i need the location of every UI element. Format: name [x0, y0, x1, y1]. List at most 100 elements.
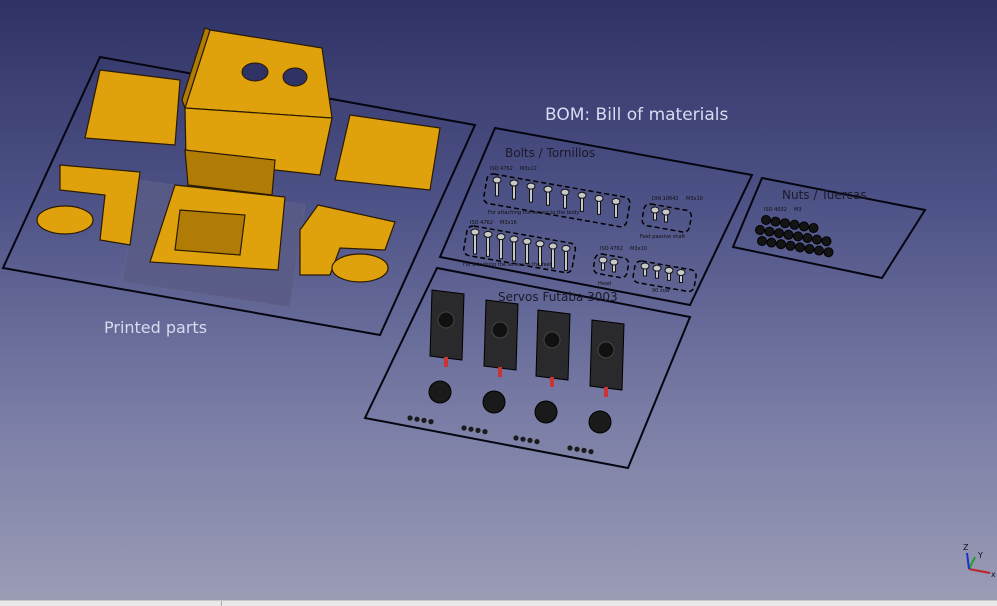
bolt-head-icon	[609, 258, 619, 266]
bolt-head-icon	[543, 185, 553, 193]
screw-icon	[534, 439, 540, 445]
servos-panel	[363, 266, 692, 470]
screw-icon	[513, 435, 519, 441]
screw-icon	[475, 427, 481, 433]
x-axis-icon	[968, 568, 991, 574]
bolt-caption: Feet passive shaft	[640, 234, 685, 240]
servos-title: Servos Futaba 3003	[498, 290, 618, 304]
nut-icon	[764, 226, 775, 237]
nut-icon	[761, 215, 771, 225]
bolt-head-icon	[661, 208, 671, 216]
nuts-panel	[731, 176, 927, 280]
bolt-caption: For attaching the servos to the body	[488, 210, 579, 216]
servo-shaft-icon	[437, 311, 455, 329]
screw-icon	[574, 446, 580, 452]
z-axis-label: Z	[963, 543, 969, 552]
bolt-spec: ISO 4762	[600, 246, 623, 252]
servo-cable-icon	[498, 367, 502, 377]
printed-parts	[36, 27, 441, 283]
bolt-head-icon	[496, 233, 506, 241]
bolt-spec: M3x10	[630, 246, 647, 252]
nut-icon	[755, 225, 765, 235]
y-axis-label: Y	[977, 551, 983, 560]
servo-cable-icon	[550, 377, 554, 387]
servo-array	[407, 289, 625, 455]
y-axis-icon	[968, 556, 976, 570]
bolt-head-icon	[470, 228, 480, 236]
nut-icon	[757, 236, 767, 246]
x-axis-label: x	[991, 570, 996, 579]
bom-title: BOM: Bill of materials	[545, 105, 729, 125]
servo-cable-icon	[604, 387, 608, 397]
bolt-spec: M3x16	[500, 220, 517, 226]
printed-parts-label: Printed parts	[104, 318, 207, 337]
servo-shaft-icon	[597, 341, 615, 359]
screw-icon	[588, 449, 594, 455]
bolt-head-icon	[598, 256, 608, 264]
nut-icon	[823, 247, 834, 258]
nut-spec: ISO 4032	[764, 207, 787, 213]
bolt-spec: ISO 4762	[490, 166, 513, 172]
bolt-head-icon	[522, 237, 532, 245]
servo-horn-icon	[482, 390, 506, 414]
screw-icon	[421, 417, 427, 423]
screw-icon	[482, 429, 488, 435]
bolt-head-icon	[560, 188, 570, 196]
bolt-head-icon	[652, 264, 662, 272]
nut-icon	[766, 237, 777, 248]
axis-cross[interactable]: x Y Z	[963, 543, 996, 579]
servo-horn-icon	[534, 400, 558, 424]
nut-icon	[789, 219, 800, 230]
bolt-head-icon	[611, 197, 621, 205]
bolt-head-icon	[676, 268, 686, 276]
screw-icon	[468, 426, 474, 432]
bolt-head-icon	[561, 244, 571, 252]
nut-icon	[785, 240, 796, 251]
bolt-head-icon	[535, 240, 545, 248]
nut-icon	[770, 216, 781, 227]
servo-cable-icon	[444, 357, 448, 367]
bolt-spec: M3x10	[686, 196, 703, 202]
nut-icon	[793, 231, 803, 242]
nut-icon	[814, 245, 824, 256]
bolt-spec: M3x12	[520, 166, 537, 172]
servo-horn-icon	[588, 410, 612, 434]
bolt-head-icon	[483, 230, 493, 238]
nut-icon	[774, 228, 784, 239]
nut-icon	[783, 229, 794, 240]
nut-icon	[776, 239, 786, 250]
screw-icon	[520, 436, 526, 442]
bolt-caption: For attaching the servos to the feet	[463, 262, 552, 268]
z-axis-icon	[966, 552, 970, 570]
screw-icon	[414, 416, 420, 422]
bolt-caption: Head	[598, 281, 611, 287]
bolt-head-icon	[577, 191, 587, 199]
bolt-head-icon	[664, 266, 674, 274]
screw-icon	[407, 415, 413, 421]
bolt-head-icon	[640, 262, 650, 270]
bolt-head-icon	[548, 242, 558, 250]
nut-icon	[821, 236, 832, 247]
status-bar	[0, 600, 997, 606]
nuts-title: Nuts / Tuercas	[782, 188, 867, 202]
bolt-spec: ISO 4762	[470, 220, 493, 226]
nut-icon	[802, 233, 813, 243]
servo-horn-icon	[428, 380, 452, 404]
nut-icon	[808, 223, 819, 233]
screw-icon	[527, 437, 533, 443]
bolt-spec: DIN 10642	[652, 196, 679, 202]
nut-icon	[804, 244, 815, 254]
bolt-head-icon	[492, 176, 502, 184]
nut-spec: M3	[794, 207, 802, 213]
bolt-head-icon	[526, 182, 536, 190]
nut-icon	[795, 242, 805, 253]
bolt-head-icon	[650, 206, 660, 214]
servo-shaft-icon	[543, 331, 561, 349]
nut-icon	[812, 234, 822, 245]
bolts-panel	[438, 126, 754, 307]
printed-parts-panel	[1, 55, 477, 337]
bolt-head-icon	[509, 179, 519, 187]
servo-shaft-icon	[491, 321, 509, 339]
